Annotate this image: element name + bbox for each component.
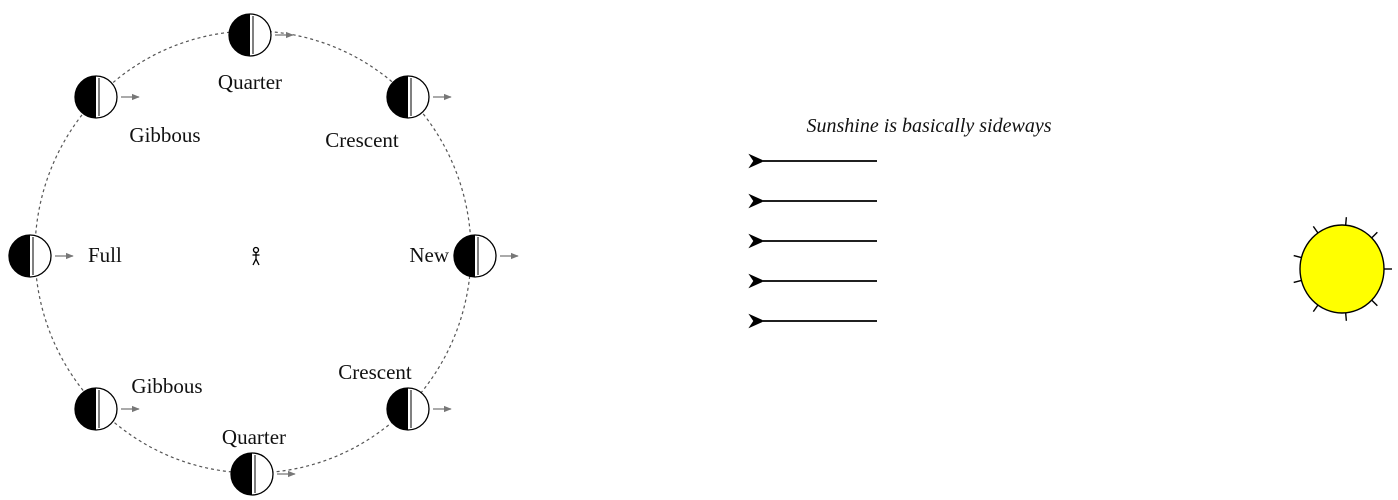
sun-ray xyxy=(1371,231,1378,239)
moon-gibbous-top-icon xyxy=(74,75,140,119)
moon-full-icon xyxy=(8,234,74,278)
sun-ray xyxy=(1344,312,1348,321)
label-gibbous-top: Gibbous xyxy=(129,123,200,147)
label-new: New xyxy=(409,243,449,267)
moon-new-icon xyxy=(453,234,519,278)
moon-quarter-bottom-icon xyxy=(230,452,296,496)
label-quarter-top: Quarter xyxy=(218,70,282,94)
sun-ray xyxy=(1293,279,1302,284)
sun-ray xyxy=(1293,254,1302,259)
sun-ray xyxy=(1312,226,1319,234)
moon-gibbous-bottom-icon xyxy=(74,387,140,431)
label-gibbous-bottom: Gibbous xyxy=(131,374,202,398)
label-full: Full xyxy=(88,243,122,267)
sun-ray xyxy=(1344,217,1348,226)
sun-icon xyxy=(1293,217,1392,321)
label-crescent-top: Crescent xyxy=(325,128,399,152)
sunshine-caption: Sunshine is basically sideways xyxy=(807,115,1052,137)
observer-stick-figure-icon xyxy=(252,246,260,266)
moon-crescent-top-icon xyxy=(386,75,452,119)
sun-disc xyxy=(1299,224,1385,314)
sun-ray xyxy=(1371,299,1378,307)
sunlight-arrows xyxy=(748,153,877,329)
moon-quarter-top-icon xyxy=(228,13,294,57)
label-quarter-bottom: Quarter xyxy=(222,425,286,449)
sun-ray xyxy=(1312,304,1319,312)
moon-crescent-bottom-icon xyxy=(386,387,452,431)
label-crescent-bottom: Crescent xyxy=(338,360,412,384)
